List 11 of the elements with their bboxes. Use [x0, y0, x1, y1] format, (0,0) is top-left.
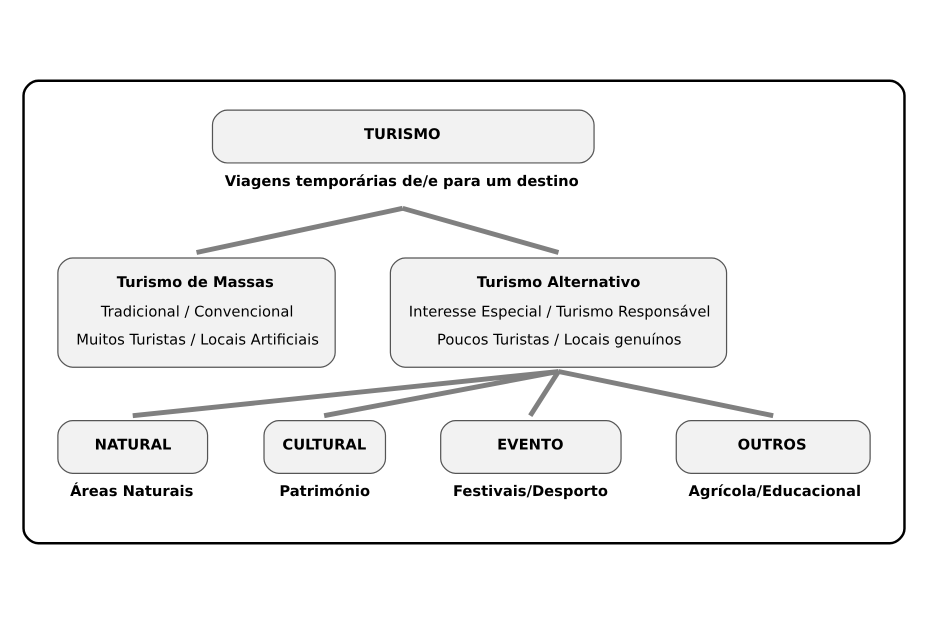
connector	[132, 369, 559, 418]
node-label: Viagens temporárias de/e para um destino	[224, 172, 579, 190]
connector	[558, 369, 774, 418]
node-label: Agrícola/Educacional	[688, 483, 862, 500]
node-label: Áreas Naturais	[70, 483, 194, 500]
cluster	[22, 80, 906, 544]
connector	[402, 206, 560, 255]
connector	[324, 369, 559, 418]
node-label: Festivais/Desporto	[452, 483, 608, 500]
node-label: Património	[279, 483, 370, 500]
connector	[196, 206, 404, 255]
